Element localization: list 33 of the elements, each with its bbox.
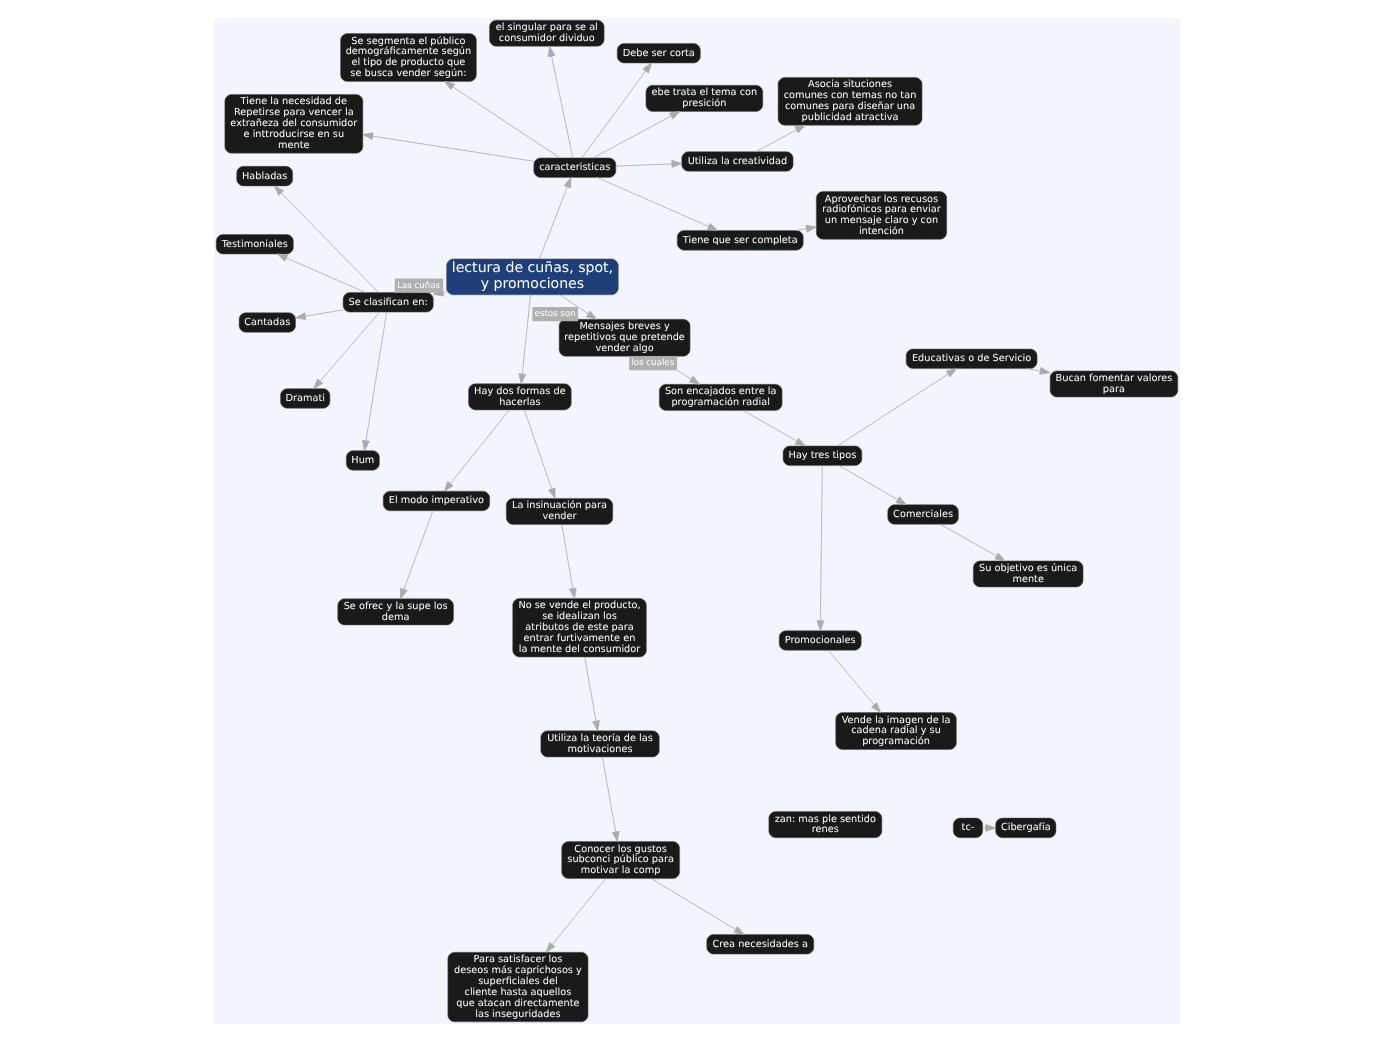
arrow <box>517 293 530 384</box>
arrow <box>754 123 805 152</box>
arrow <box>827 649 880 712</box>
arrow <box>560 523 576 598</box>
arrow <box>580 61 651 158</box>
arrow <box>600 755 619 841</box>
arrow <box>837 464 906 505</box>
arrow <box>595 176 718 230</box>
arrow <box>275 252 366 292</box>
arrow <box>546 45 573 158</box>
arrow <box>939 522 1005 561</box>
arrow <box>583 655 599 731</box>
arrow <box>538 176 571 259</box>
arrow <box>591 110 680 158</box>
arrow <box>742 409 805 446</box>
arrow <box>981 823 995 831</box>
arrow <box>544 877 605 952</box>
arrow <box>815 464 824 630</box>
arrow <box>523 408 555 498</box>
arrow <box>312 310 379 388</box>
arrow <box>558 293 596 319</box>
arrow <box>361 131 534 161</box>
arrow <box>649 877 744 934</box>
arrow <box>443 80 560 158</box>
arrow <box>442 408 509 491</box>
arrow <box>272 184 378 292</box>
arrow <box>1025 366 1050 374</box>
arrow <box>361 310 386 450</box>
arrow <box>614 159 682 167</box>
arrow <box>836 367 956 446</box>
arrow <box>399 509 433 599</box>
arrow <box>794 223 816 232</box>
arrow <box>294 308 343 319</box>
